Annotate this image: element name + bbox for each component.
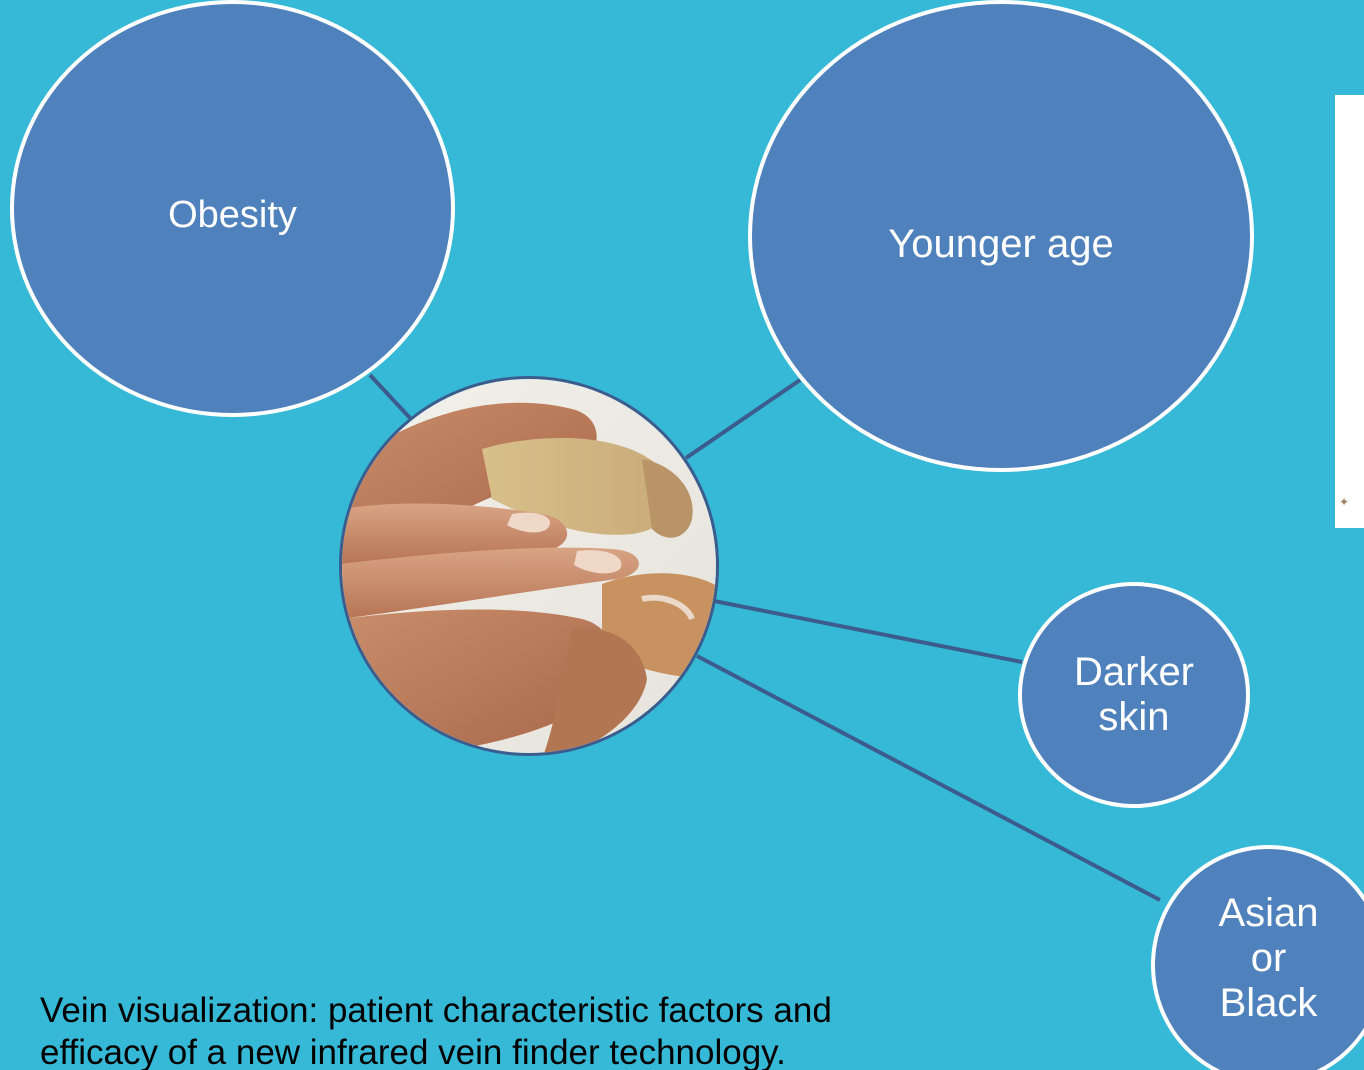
caption-line-1: Vein visualization: patient characterist…: [40, 990, 960, 1032]
factor-label-asian-or-black: Asian or Black: [1218, 891, 1318, 1025]
caption: Vein visualization: patient characterist…: [40, 990, 960, 1070]
factor-bubble-darker-skin: Darker skin: [1018, 582, 1250, 808]
connector-obesity: [370, 375, 410, 418]
factor-label-obesity: Obesity: [168, 194, 297, 237]
factor-label-younger-age: Younger age: [888, 222, 1113, 267]
caption-line-2: efficacy of a new infrared vein finder t…: [40, 1032, 960, 1070]
connector-darker-skin: [714, 601, 1022, 662]
factor-bubble-obesity: Obesity: [10, 0, 455, 417]
connector-younger-age: [686, 380, 800, 458]
side-panel: ✦: [1335, 95, 1364, 528]
hand-photo-illustration: [342, 379, 719, 756]
side-panel-mark-icon: ✦: [1339, 495, 1349, 509]
hand-photo: [339, 376, 719, 756]
factor-label-darker-skin: Darker skin: [1074, 650, 1194, 740]
factor-bubble-younger-age: Younger age: [748, 0, 1254, 472]
